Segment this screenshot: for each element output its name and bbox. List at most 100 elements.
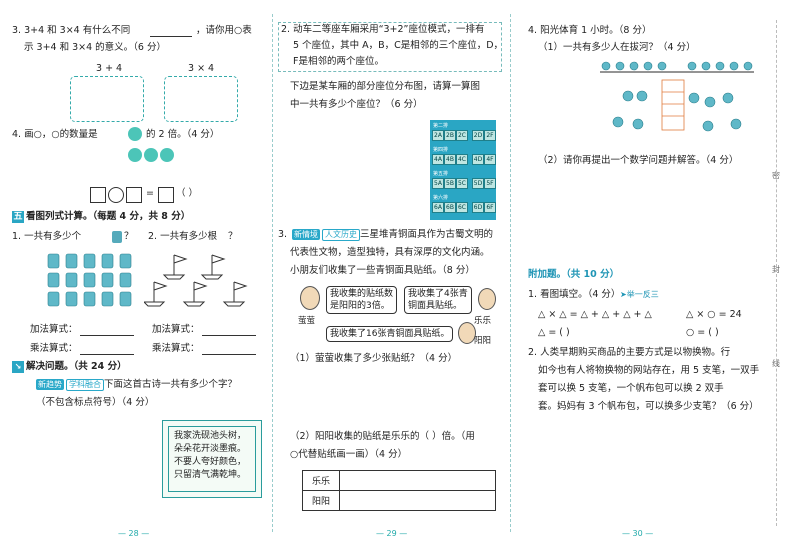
- row-label: 第六排: [433, 195, 449, 201]
- seat: 2C: [456, 130, 468, 141]
- row-label: 第四排: [433, 147, 449, 153]
- poem-line: 不要人夸好颜色，: [174, 457, 247, 467]
- answer-circle[interactable]: [108, 187, 124, 203]
- seat-map: 第二排 2A 2B 2C 2D 2F 第四排 4A 4B 4C 4D 4F 第五…: [430, 120, 496, 220]
- equation-2[interactable]: △ = ( ): [538, 327, 570, 338]
- equals-sign: =: [146, 188, 154, 199]
- section-5-badge: 五: [12, 211, 24, 223]
- bonus-q1: 1. 看图填空。（4 分）: [528, 289, 621, 300]
- mul-answer-line-2[interactable]: [202, 354, 256, 355]
- seat: 6F: [484, 202, 496, 213]
- add-drawing-box[interactable]: [70, 76, 144, 122]
- seat: 5B: [444, 178, 456, 189]
- q3-line2: 代表性文物，造型独特，具有深厚的文化内涵。: [290, 247, 490, 258]
- name-lele: 乐乐: [474, 316, 492, 326]
- name-yingying: 萤萤: [298, 316, 316, 326]
- girl-avatar: [300, 286, 320, 310]
- bonus-q2-line: 套。妈妈有 3 个帆布包，可以换多少支笔？（6 分）: [538, 401, 759, 412]
- page-divider: [510, 14, 511, 532]
- tag-new-trend: 新趋势: [36, 379, 64, 390]
- q2-box-line: F是相邻的两个座位。: [293, 56, 384, 67]
- mul-answer-line-1[interactable]: [80, 354, 134, 355]
- page-number: — 30 —: [622, 529, 654, 538]
- seat: 6D: [472, 202, 484, 213]
- table-row: 阳阳: [302, 490, 496, 511]
- q6-1-line1: 下面这首古诗一共有多少个字？: [104, 379, 238, 390]
- section-6-title: 解决问题。（共 24 分）: [26, 361, 127, 372]
- row-label: 第二排: [433, 123, 449, 129]
- tag-history: 人文历史: [322, 229, 360, 241]
- flower-icon: [160, 148, 174, 162]
- equation-2b[interactable]: ○ = ( ): [686, 327, 719, 338]
- robot-icon: [112, 231, 122, 243]
- seat: 5A: [432, 178, 444, 189]
- seat: 6B: [444, 202, 456, 213]
- q4-1: （1）一共有多少人在拔河？（4 分）: [538, 42, 696, 53]
- answer-blank[interactable]: [150, 36, 192, 37]
- add-answer-line-1[interactable]: [80, 335, 134, 336]
- mul-label-2: 乘法算式：: [152, 343, 200, 354]
- speech-bubble-lele: 我收集了4张青 铜面具贴纸。: [404, 286, 472, 314]
- add-label-1: 加法算式：: [30, 324, 78, 335]
- answer-square[interactable]: [90, 187, 106, 203]
- q4-2: （2）请你再提出一个数学问题并解答。（4 分）: [538, 155, 739, 166]
- name-yangyang: 阳阳: [474, 336, 492, 346]
- q4-title: 4. 阳光体育 1 小时。（8 分）: [528, 25, 652, 36]
- bubble-line: 我收集的贴纸数: [330, 289, 394, 299]
- poem-line: 朵朵花开淡墨痕。: [174, 444, 247, 454]
- speech-bubble-yangyang: 我收集了16张青铜面具贴纸。: [326, 326, 454, 342]
- practice-link[interactable]: ➤举一反三: [620, 290, 659, 299]
- q3-1: （1）萤萤收集了多少张贴纸？（4 分）: [290, 353, 458, 364]
- seat: 2B: [444, 130, 456, 141]
- label-add: 3 + 4: [96, 63, 123, 74]
- mul-drawing-box[interactable]: [164, 76, 238, 122]
- seat: 4A: [432, 154, 444, 165]
- bubble-line: 我收集了4张青: [408, 289, 468, 299]
- tag-subject: 学科融合: [66, 379, 104, 391]
- poem-text: 我家洗砚池头树， 朵朵花开淡墨痕。 不要人夸好颜色， 只留清气满乾坤。: [168, 426, 256, 492]
- bonus-q2-line: 套可以换 5 支笔，一个帆布包可以换 2 双手: [538, 383, 724, 394]
- seat: 2F: [484, 130, 496, 141]
- page-number: — 29 —: [376, 529, 408, 538]
- page-number: — 28 —: [118, 529, 150, 538]
- page-30: 4. 阳光体育 1 小时。（8 分） （1）一共有多少人在拔河？（4 分） （2…: [510, 0, 800, 546]
- page-divider: [272, 14, 273, 532]
- bonus-q2-line: 如今也有人将物换物的网站存在，用 5 支笔，一双手: [538, 365, 760, 376]
- seat: 6C: [456, 202, 468, 213]
- q3-line2: 示 3+4 和 3×4 的意义。（6 分）: [24, 42, 166, 53]
- drawing-cell[interactable]: [339, 490, 496, 511]
- q2-box-line: 5 个座位，其中 A，B，C是相邻的三个座位，D，: [293, 40, 504, 51]
- add-answer-line-2[interactable]: [202, 335, 256, 336]
- seat: 5D: [472, 178, 484, 189]
- boy-avatar: [478, 288, 496, 310]
- equation-1b: △ × ○ = 24: [686, 309, 742, 320]
- seat: 2D: [472, 130, 484, 141]
- q3-number: 3.: [278, 229, 288, 240]
- table-row: 乐乐: [302, 470, 496, 491]
- seat: 4C: [456, 154, 468, 165]
- seat: 4D: [472, 154, 484, 165]
- q3-2-line2: ○代替贴纸画一画）（4 分）: [290, 449, 408, 460]
- tag-new-context: 新情境: [292, 229, 320, 240]
- boy-avatar: [458, 322, 476, 344]
- page-29: 2. 动车二等座车厢采用“3+2”座位模式，一排有 5 个座位，其中 A，B，C…: [272, 0, 510, 546]
- equation-1: △ × △ = △ + △ + △ + △: [538, 309, 652, 320]
- row-label: 第五排: [433, 171, 449, 177]
- drawing-cell[interactable]: [339, 470, 496, 491]
- seat: 6A: [432, 202, 444, 213]
- q4-tail: 的 2 倍。（4 分）: [146, 129, 220, 140]
- q3-line1: 三星堆青铜面具作为古蜀文明的: [360, 229, 494, 240]
- poem-box: 我家洗砚池头树， 朵朵花开淡墨痕。 不要人夸好颜色， 只留清气满乾坤。: [162, 420, 262, 498]
- answer-square[interactable]: [158, 187, 174, 203]
- row-header: 乐乐: [302, 470, 340, 491]
- q4-line: 4. 画○，○的数量是: [12, 129, 98, 140]
- q3-2-line1: （2）阳阳收集的贴纸是乐乐的（ ）倍。（用: [290, 431, 475, 442]
- q2-line1: 下边是某车厢的部分座位分布图，请算一算图: [290, 81, 481, 92]
- seat: 4B: [444, 154, 456, 165]
- answer-square[interactable]: [126, 187, 142, 203]
- label-mul: 3 × 4: [188, 63, 215, 74]
- q3-line1b: ，请你用○表: [196, 25, 252, 36]
- p1-q1: 1. 一共有多少个: [12, 231, 82, 242]
- seat: 5C: [456, 178, 468, 189]
- flower-icon: [144, 148, 158, 162]
